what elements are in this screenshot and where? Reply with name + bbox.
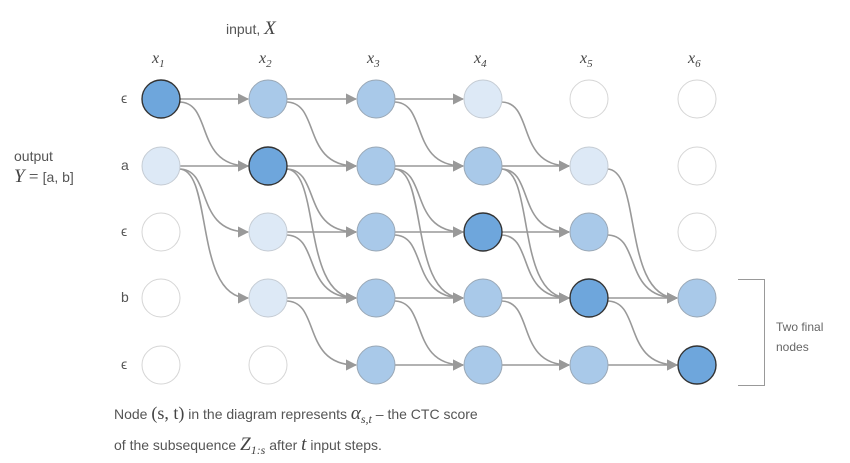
transition-3-4-to-4-5 [606,300,679,371]
lattice-nodes [141,79,717,385]
transition-1-0-to-2-1 [178,168,250,238]
node-s4-t3 [356,278,396,318]
node-s2-t6 [677,146,717,186]
node-s2-t2 [248,146,288,186]
transition-1-3-to-2-4 [500,168,571,238]
node-s3-t6 [677,212,717,252]
caption-line-2: of the subsequence Z1:s after t input st… [114,433,382,457]
node-s3-t2 [248,212,288,252]
transition-1-0-to-3-1 [178,168,250,304]
transition-arrows [178,93,679,371]
node-s1-t2 [248,79,288,119]
node-s3-t1 [141,212,181,252]
column-header-x3: x3 [367,50,380,70]
node-s1-t1 [141,79,181,119]
row-label-4: b [121,289,129,305]
column-header-x4: x4 [474,50,487,70]
node-s5-t6 [677,345,717,385]
node-s2-t1 [141,146,181,186]
input-label: input, X [226,18,276,39]
transition-0-1-to-1-2 [285,101,358,172]
final-nodes-label: Two final nodes [776,320,824,354]
caption-line-1: Node (s, t) in the diagram represents αs… [114,403,478,426]
node-s1-t5 [569,79,609,119]
transition-0-3-to-1-4 [500,101,571,172]
node-s3-t3 [356,212,396,252]
final-nodes-bracket [738,279,765,386]
transition-3-3-to-4-4 [500,300,571,371]
row-label-3: ϵ [121,223,128,239]
node-s4-t6 [677,278,717,318]
node-s1-t3 [356,79,396,119]
transition-2-2-to-3-3 [393,234,465,304]
node-s2-t4 [463,146,503,186]
column-header-x6: x6 [688,50,701,70]
transition-1-1-to-3-2 [285,168,358,304]
node-s4-t1 [141,278,181,318]
node-s1-t4 [463,79,503,119]
node-s2-t3 [356,146,396,186]
column-header-x2: x2 [259,50,272,70]
node-s5-t5 [569,345,609,385]
transition-0-0-to-1-1 [178,101,250,172]
node-s4-t4 [463,278,503,318]
transition-3-2-to-4-3 [393,300,465,371]
node-s4-t5 [569,278,609,318]
transition-0-2-to-1-3 [393,101,465,172]
row-label-5: ϵ [121,356,128,372]
node-s5-t4 [463,345,503,385]
caption: Node (s, t) in the diagram represents αs… [114,400,478,463]
transition-2-1-to-3-2 [285,234,358,304]
transition-3-1-to-4-2 [285,300,358,371]
column-header-x1: x1 [152,50,165,70]
transition-2-4-to-3-5 [606,234,679,304]
node-s5-t3 [356,345,396,385]
transition-1-2-to-3-3 [393,168,465,304]
output-label: output Y = [a, b] [14,148,74,187]
node-s4-t2 [248,278,288,318]
transition-2-3-to-3-4 [500,234,571,304]
node-s3-t5 [569,212,609,252]
node-s3-t4 [463,212,503,252]
transition-1-1-to-2-2 [285,168,358,238]
node-s5-t1 [141,345,181,385]
node-s1-t6 [677,79,717,119]
node-s5-t2 [248,345,288,385]
transition-1-3-to-3-4 [500,168,571,304]
ctc-lattice-diagram [141,79,717,385]
node-s2-t5 [569,146,609,186]
column-header-x5: x5 [580,50,593,70]
row-label-2: a [121,157,129,173]
row-label-1: ϵ [121,90,128,106]
transition-1-4-to-3-5 [606,168,679,304]
transition-1-2-to-2-3 [393,168,465,238]
